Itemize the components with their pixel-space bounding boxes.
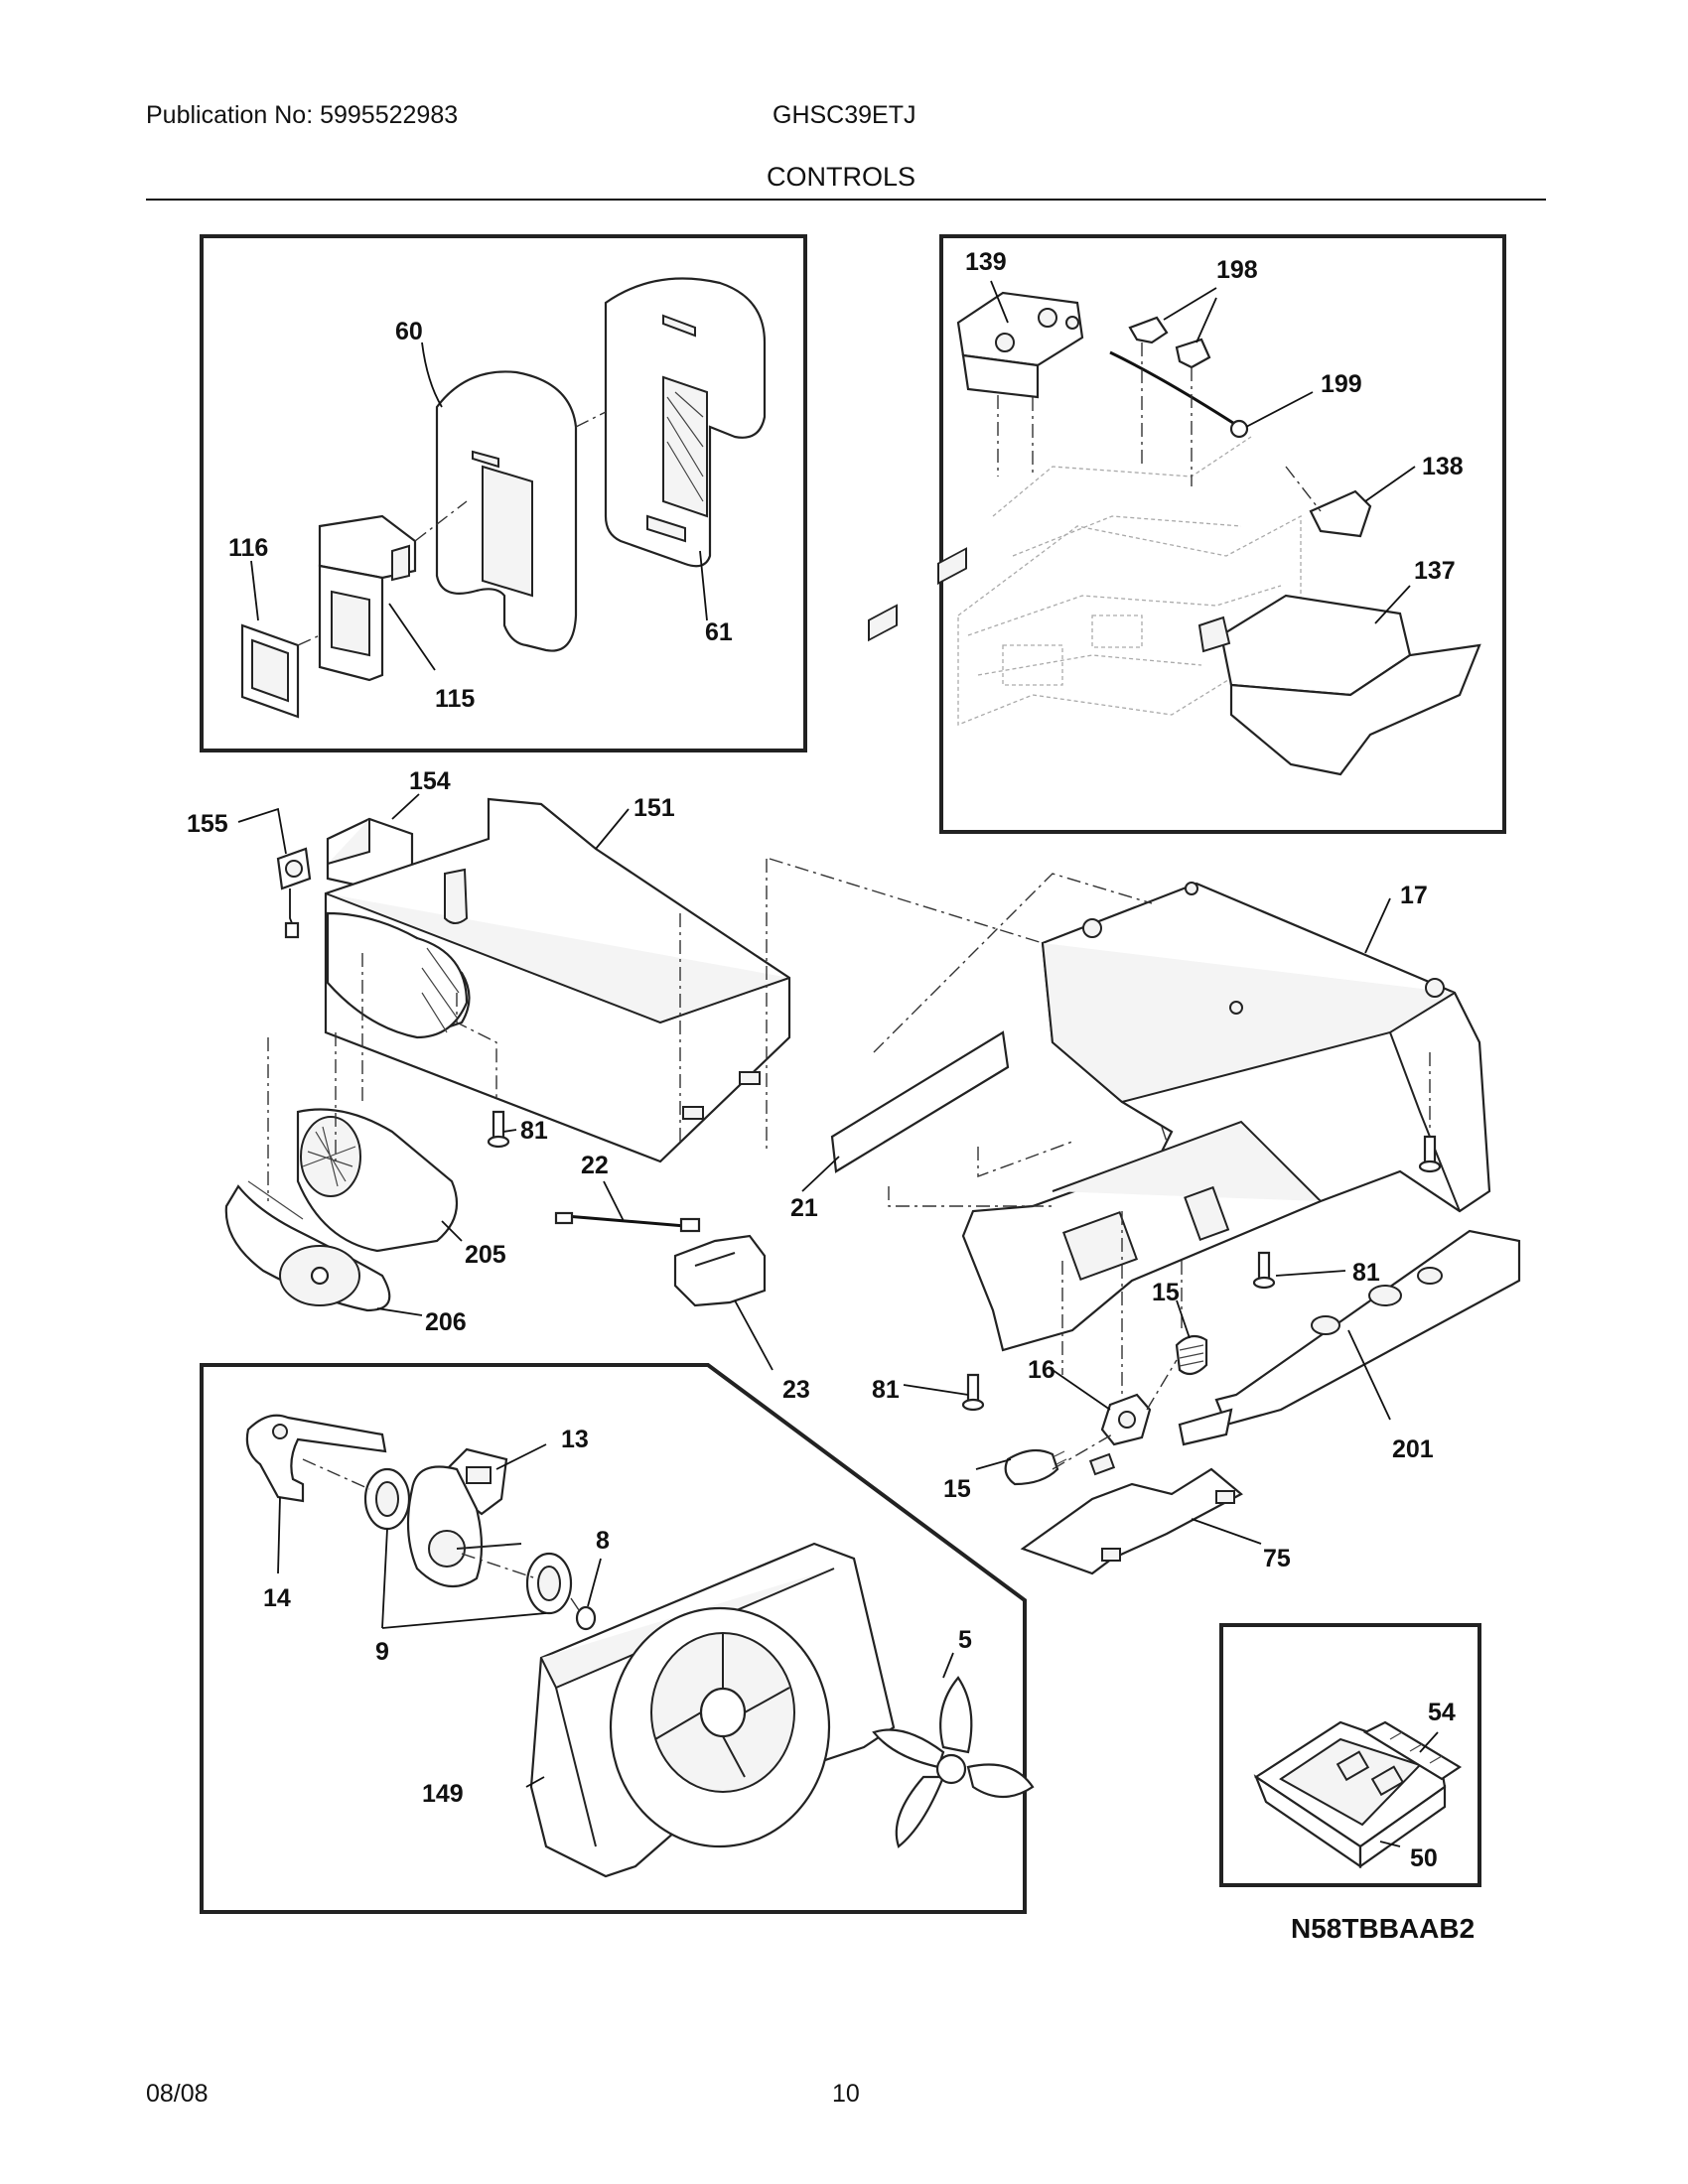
callout-139: 139 (965, 248, 1007, 276)
callout-15a: 15 (1152, 1279, 1180, 1306)
callout-23: 23 (782, 1376, 810, 1404)
part-16-lamp-socket (1100, 1393, 1152, 1446)
part-139-switch-block (956, 291, 1084, 399)
callout-116: 116 (228, 534, 268, 562)
callout-199: 199 (1321, 370, 1362, 398)
part-23-cover (673, 1234, 767, 1307)
callout-151: 151 (633, 794, 675, 822)
part-5-fan-blade (872, 1676, 1035, 1848)
callout-205: 205 (465, 1241, 506, 1269)
part-75-shield (1020, 1452, 1243, 1575)
part-115-damper-motor (318, 514, 417, 682)
page-number: 10 (832, 2080, 860, 2108)
part-151-evaporator-panel (324, 797, 791, 1163)
part-81-screw-lower (961, 1373, 985, 1412)
callout-5: 5 (958, 1626, 972, 1654)
inset-frame-dispenser (939, 234, 1506, 834)
section-title: CONTROLS (767, 162, 916, 192)
part-8-clip (575, 1605, 597, 1631)
part-81-screw-right (1252, 1251, 1276, 1290)
callout-60: 60 (395, 318, 423, 345)
callout-81b: 81 (1352, 1259, 1380, 1287)
part-205-shroud (326, 911, 471, 1039)
model-number: GHSC39ETJ (773, 101, 916, 129)
leader-lines (237, 280, 1439, 1847)
callout-14: 14 (263, 1584, 291, 1612)
part-116-gasket (240, 623, 300, 719)
footer-date: 08/08 (146, 2080, 209, 2108)
callout-17: 17 (1400, 882, 1428, 909)
part-81-screw-mid (487, 1110, 510, 1149)
callout-75: 75 (1263, 1545, 1291, 1572)
part-22-heater-lead (554, 1211, 701, 1233)
callout-50: 50 (1410, 1844, 1438, 1872)
part-149-fan-shroud (529, 1542, 896, 1878)
callout-16: 16 (1028, 1356, 1055, 1384)
part-155-sensor (276, 847, 312, 939)
callout-9: 9 (375, 1638, 389, 1666)
callout-154: 154 (409, 767, 451, 795)
callout-21: 21 (790, 1194, 818, 1222)
callout-115: 115 (435, 685, 475, 713)
diagram-code: N58TBBAAB2 (1291, 1913, 1475, 1944)
callout-81c: 81 (872, 1376, 900, 1404)
callout-13: 13 (561, 1426, 589, 1453)
part-17-dispenser-housing (961, 882, 1491, 1352)
inset-frame-control-box (1219, 1623, 1481, 1887)
part-138-bracket (1309, 489, 1372, 538)
part-9-grommet-right (525, 1552, 573, 1615)
part-9-grommet-left (363, 1467, 411, 1531)
callout-198: 198 (1216, 256, 1258, 284)
part-60-duct (435, 370, 578, 652)
part-21-control-board (830, 547, 1010, 1173)
part-54-cover-strip (1362, 1720, 1463, 1781)
callout-54: 54 (1428, 1699, 1456, 1726)
callout-22: 22 (581, 1152, 609, 1179)
callout-137: 137 (1414, 557, 1456, 585)
part-15-lamp-lower (1004, 1448, 1067, 1486)
part-137-actuator-paddle (1197, 594, 1481, 776)
part-199-wire-harness (1109, 350, 1249, 439)
part-206-fan-wheel (224, 1108, 459, 1312)
part-14-bracket (245, 1414, 387, 1503)
part-81-screw-far-right (1418, 1135, 1442, 1173)
callout-201: 201 (1392, 1435, 1434, 1463)
callout-15b: 15 (943, 1475, 971, 1503)
callout-155: 155 (187, 810, 228, 838)
callout-8: 8 (596, 1527, 610, 1555)
part-61-cover (604, 277, 767, 568)
part-50-control-box (1253, 1720, 1447, 1869)
callout-138: 138 (1422, 453, 1464, 480)
header-rule (146, 199, 1546, 201)
part-15-lamp-upper (1175, 1334, 1208, 1376)
part-13-fan-motor (406, 1447, 522, 1588)
callout-206: 206 (425, 1308, 467, 1336)
part-201-overlay-panel (1178, 1229, 1521, 1446)
callout-81a: 81 (520, 1117, 548, 1145)
inset-frame-fan-motor (200, 1363, 1027, 1914)
callout-149: 149 (422, 1780, 464, 1808)
inset-frame-air-handler (200, 234, 807, 752)
callout-61: 61 (705, 618, 733, 646)
publication-number: Publication No: 5995522983 (146, 101, 459, 129)
